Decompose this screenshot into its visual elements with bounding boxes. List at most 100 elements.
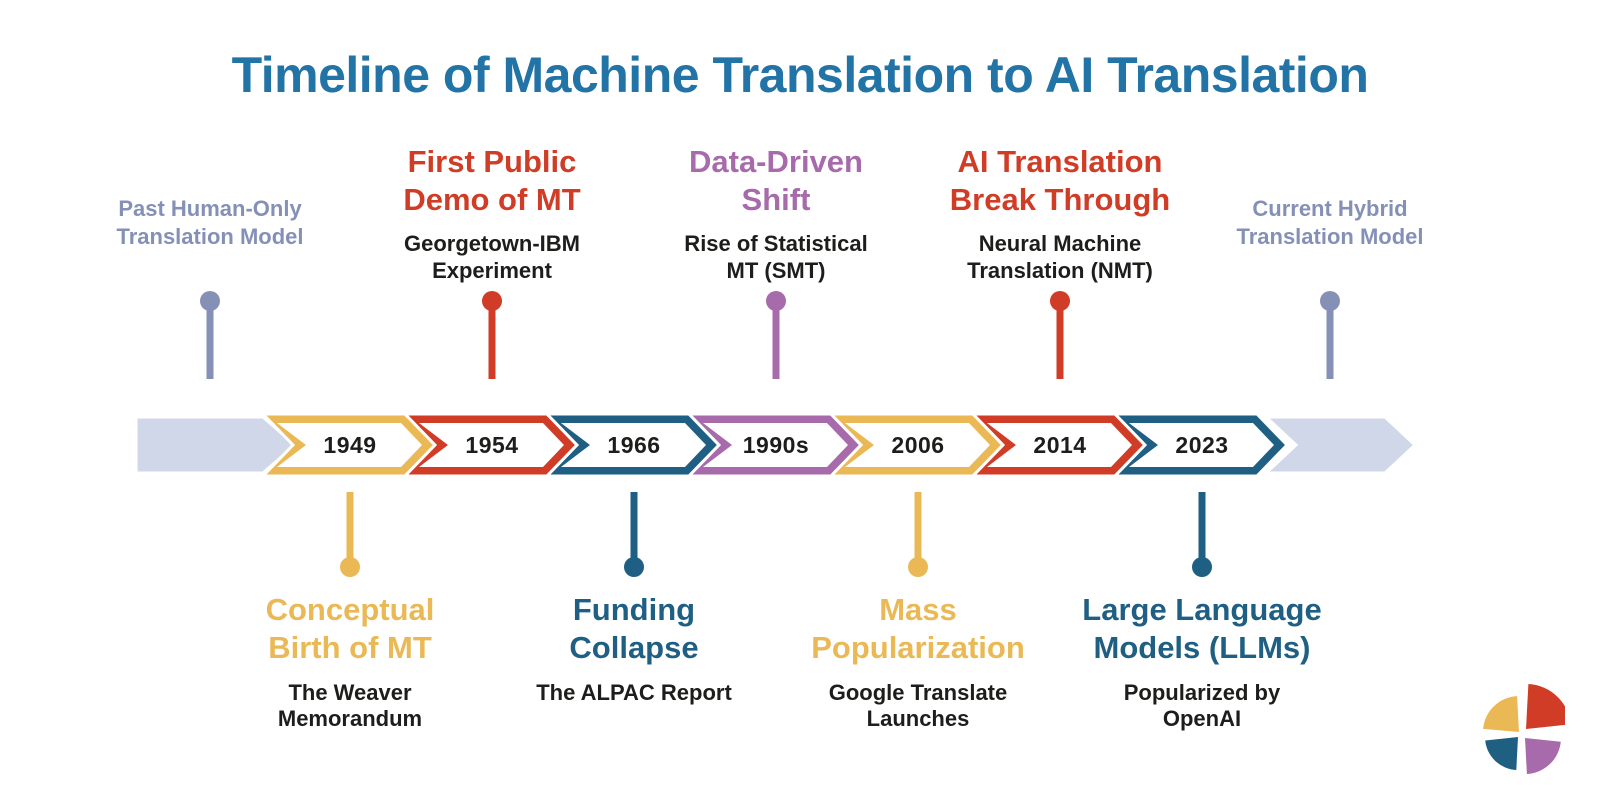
event-title-line: Past Human-Only	[118, 196, 302, 221]
event-subtitle-line: The Weaver	[288, 679, 412, 705]
event-subtitle-line: Popularized by	[1123, 679, 1281, 705]
timeline-year-label: 2023	[1175, 432, 1228, 458]
event-subtitle-line: Google Translate	[828, 679, 1008, 705]
logo-wedge-bottom-right	[1525, 738, 1561, 774]
event-subtitle: The ALPAC Report	[536, 680, 732, 707]
event-title-line: Funding	[572, 592, 696, 627]
page-title: Timeline of Machine Translation to AI Tr…	[231, 47, 1369, 103]
logo-wedge-top-right	[1526, 684, 1565, 729]
pin-bottom-conceptual-birth-of-mt	[340, 492, 360, 577]
event-subtitle-line: Launches	[866, 706, 970, 732]
chevron-inner	[1129, 423, 1274, 467]
timeline-year-label: 1990s	[743, 432, 809, 458]
timeline-end-cap	[1262, 415, 1418, 475]
pin-head	[766, 291, 786, 311]
event-subtitle-line: MT (SMT)	[726, 258, 826, 284]
event-title-line: Current Hybrid	[1252, 196, 1408, 221]
event-title-line: First Public	[407, 143, 577, 179]
logo-wedge-top-left	[1483, 696, 1519, 732]
pin-head	[482, 291, 502, 311]
pin-head	[1320, 291, 1340, 311]
chevron-inner	[703, 423, 848, 467]
event-title-line: AI Translation	[957, 143, 1163, 179]
event-title-line: Mass	[879, 592, 957, 627]
timeline-segment-2006: 2006	[827, 412, 1006, 478]
event-subtitle-line: OpenAI	[1162, 706, 1242, 732]
pin-head	[624, 557, 644, 577]
timeline-year-label: 1949	[323, 432, 376, 458]
event-title-line: Translation Model	[1236, 223, 1424, 249]
timeline-segment-1949: 1949	[259, 412, 438, 478]
event-title-line: Large Language	[1082, 592, 1322, 627]
event-title-line: Translation Model	[116, 223, 304, 249]
chevron-inner	[987, 423, 1132, 467]
timeline-segment-1954: 1954	[401, 412, 580, 478]
event-title-line: Models (LLMs)	[1093, 629, 1311, 665]
timeline-segment-2023: 2023	[1111, 412, 1290, 478]
pin-head	[200, 291, 220, 311]
event-subtitle-line: Memorandum	[277, 706, 423, 732]
chevron-inner	[419, 423, 564, 467]
brand-logo	[1483, 684, 1565, 774]
pin-top-ai-translation-breakthrough	[1050, 291, 1070, 379]
event-subtitle-line: Neural Machine	[978, 231, 1142, 257]
event-title-line: Break Through	[949, 181, 1171, 217]
chevron-inner	[561, 423, 706, 467]
event-subtitle-line: The ALPAC Report	[536, 679, 732, 705]
pin-bottom-large-language-models	[1192, 492, 1212, 577]
event-title-line: Collapse	[569, 629, 699, 665]
timeline-year-label: 2006	[891, 432, 944, 458]
pin-bottom-funding-collapse	[624, 492, 644, 577]
event-title-line: Data-Driven	[688, 143, 863, 179]
timeline-segment-2014: 2014	[969, 412, 1148, 478]
event-title-line: Birth of MT	[268, 629, 432, 665]
pin-head	[1192, 557, 1212, 577]
event-subtitle-line: Translation (NMT)	[967, 258, 1153, 284]
logo-wedge-bottom-left	[1485, 737, 1518, 770]
pin-bottom-mass-popularization	[908, 492, 928, 577]
event-title-line: Popularization	[811, 629, 1025, 665]
pin-head	[340, 557, 360, 577]
pin-top-data-driven-shift	[766, 291, 786, 379]
pin-top-first-public-demo	[482, 291, 502, 379]
timeline-year-label: 1966	[607, 432, 660, 458]
timeline-segment-1966: 1966	[543, 412, 722, 478]
pin-head	[1050, 291, 1070, 311]
pin-top-current-hybrid-model	[1320, 291, 1340, 379]
chevron-inner	[845, 423, 990, 467]
timeline-start-cap	[134, 415, 298, 475]
event-subtitle-line: Rise of Statistical	[684, 231, 868, 257]
pin-head	[908, 557, 928, 577]
event-title-line: Conceptual	[265, 592, 435, 627]
timeline-year-label: 2014	[1033, 432, 1086, 458]
pin-top-past-human-only-model	[200, 291, 220, 379]
event-title-line: Shift	[741, 181, 811, 217]
event-title-line: Demo of MT	[403, 181, 581, 217]
